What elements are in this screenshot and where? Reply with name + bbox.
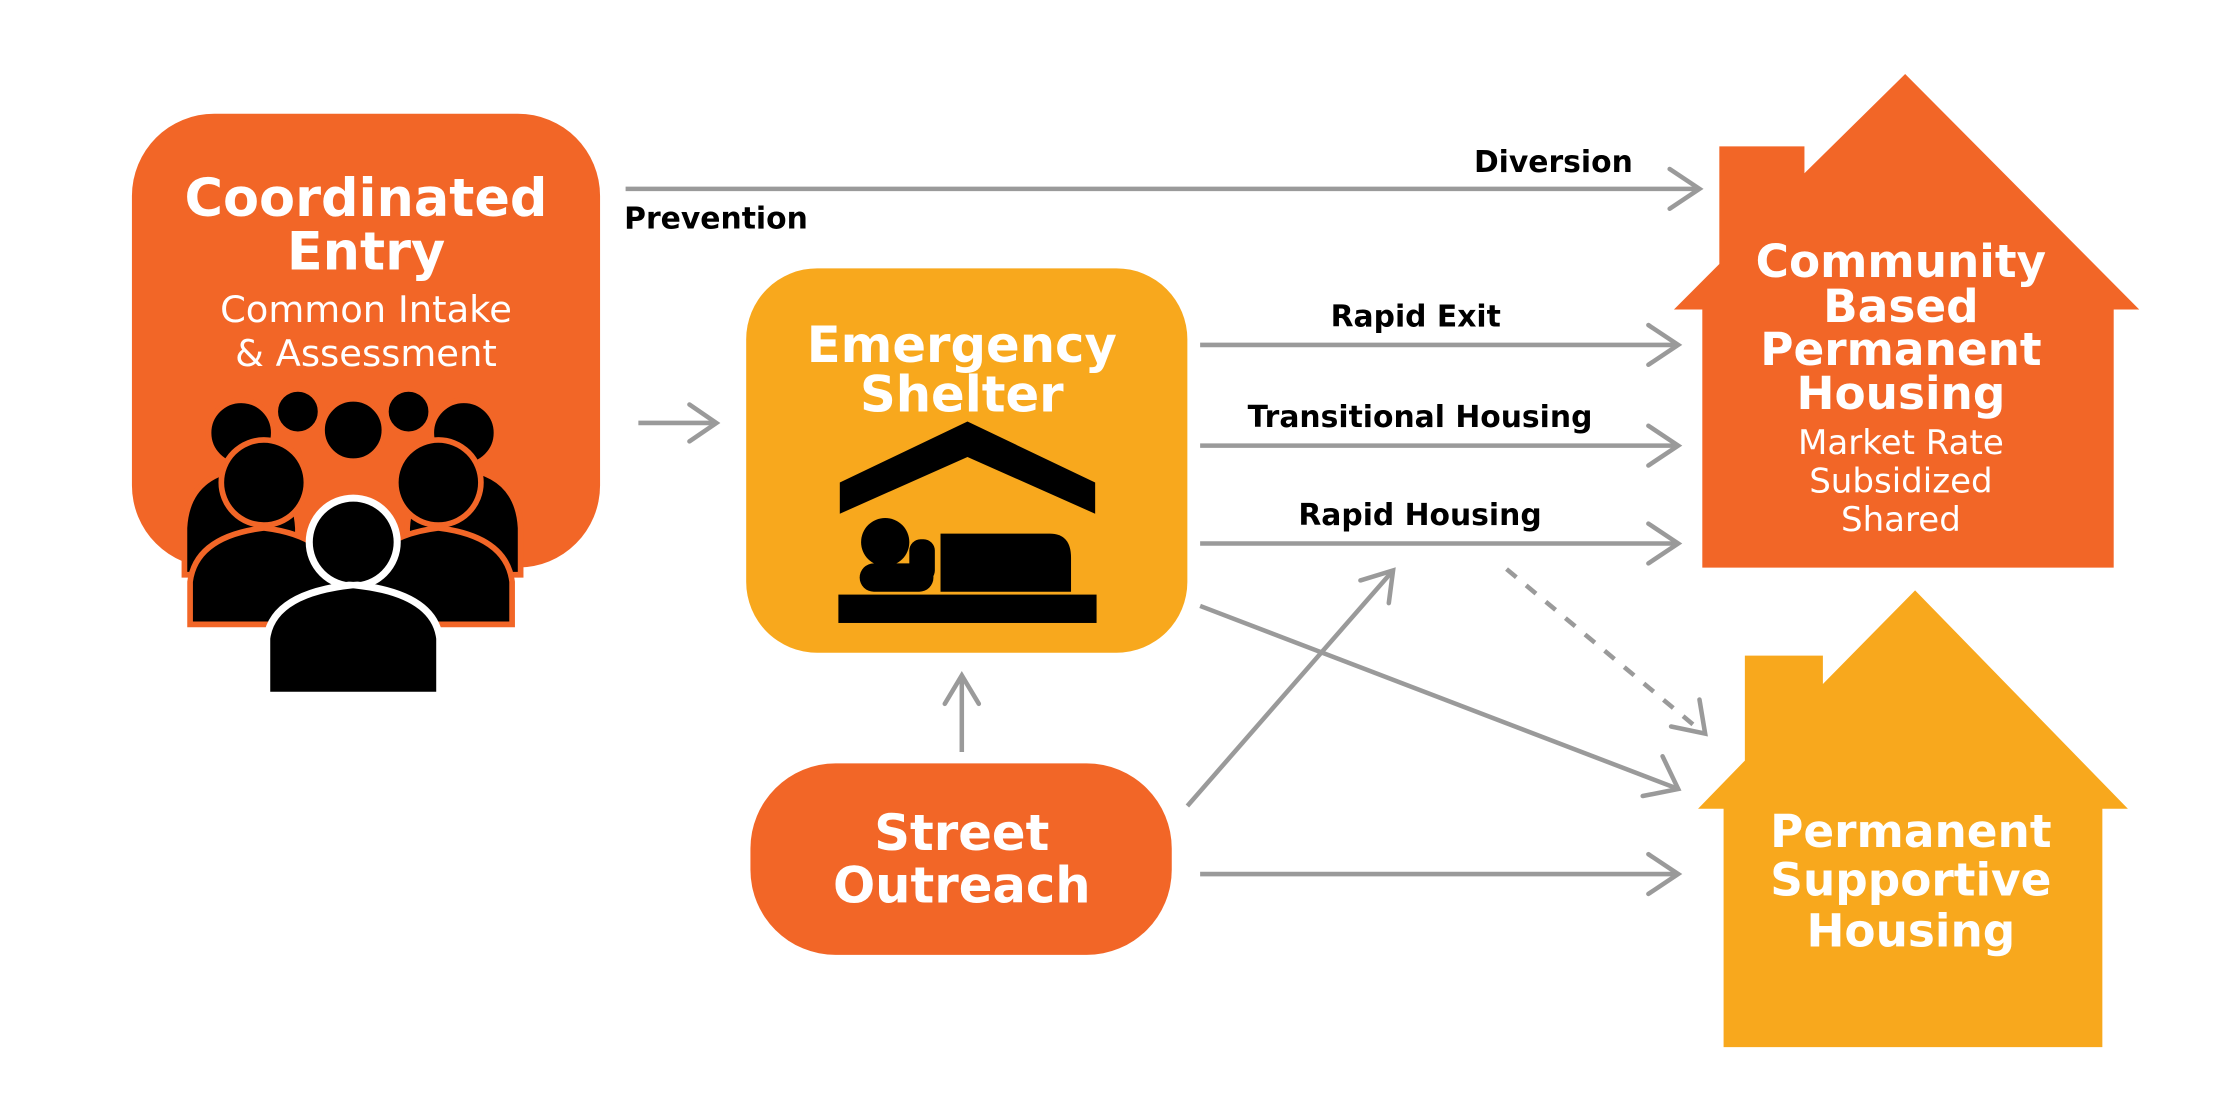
supportive-housing-title-3: Housing bbox=[1806, 904, 2015, 957]
community-housing-subtitle-2: Subsidized bbox=[1809, 461, 1992, 501]
coordinated-entry-title-2: Entry bbox=[287, 222, 445, 283]
supportive-housing-title-2: Supportive bbox=[1770, 853, 2051, 906]
outreach-rapid-housing-arrowhead-icon bbox=[1358, 567, 1396, 606]
rapid-housing-label: Rapid Housing bbox=[1298, 498, 1541, 533]
coordinated-entry-subtitle-1: Common Intake bbox=[220, 288, 512, 331]
community-housing-title-4: Housing bbox=[1797, 367, 2006, 420]
people-group-icon bbox=[181, 386, 524, 699]
edge-outreach-to-supportive bbox=[1200, 851, 1683, 897]
rapid-exit-label: Rapid Exit bbox=[1331, 299, 1501, 334]
community-housing-house-icon bbox=[1673, 73, 2140, 568]
rapid-exit-arrowhead-icon bbox=[1646, 322, 1683, 368]
street-outreach-title-2: Outreach bbox=[833, 856, 1091, 914]
emergency-shelter-title-2: Shelter bbox=[860, 366, 1064, 424]
coordinated-entry-title-1: Coordinated bbox=[184, 168, 547, 229]
entry-shelter-arrowhead-icon bbox=[687, 402, 721, 444]
edge-outreach-to-rapid-housing bbox=[1185, 567, 1396, 808]
edge-rapid-to-supportive-dashed bbox=[1505, 567, 1708, 737]
dashed-arrowhead-icon bbox=[1668, 697, 1708, 737]
rapid-housing-arrowhead-icon bbox=[1646, 521, 1683, 566]
community-housing-title-2: Based bbox=[1823, 280, 1978, 333]
transitional-housing-arrowhead-icon bbox=[1646, 423, 1683, 468]
street-outreach-title-1: Street bbox=[874, 804, 1049, 862]
community-housing-subtitle-1: Market Rate bbox=[1798, 423, 2004, 463]
shelter-supportive-arrow-line bbox=[1199, 603, 1680, 792]
supportive-housing-house-icon bbox=[1698, 590, 2128, 1048]
node-coordinated-entry: Coordinated Entry Common Intake & Assess… bbox=[131, 113, 601, 699]
emergency-shelter-title-1: Emergency bbox=[807, 316, 1117, 374]
diversion-arrowhead-icon bbox=[1667, 166, 1704, 212]
edge-diversion-prevention: Diversion Prevention bbox=[624, 145, 1704, 237]
node-emergency-shelter: Emergency Shelter bbox=[746, 268, 1188, 653]
prevention-label: Prevention bbox=[624, 202, 808, 237]
edge-rapid-exit: Rapid Exit bbox=[1200, 299, 1683, 368]
coordinated-entry-subtitle-2: & Assessment bbox=[235, 332, 497, 375]
edge-shelter-to-supportive bbox=[1199, 603, 1682, 799]
dashed-arrow-line bbox=[1505, 567, 1704, 734]
outreach-shelter-arrowhead-icon bbox=[942, 671, 982, 707]
community-housing-title-3: Permanent bbox=[1760, 323, 2041, 376]
transitional-housing-label: Transitional Housing bbox=[1248, 400, 1593, 435]
node-community-housing: Community Based Permanent Housing Market… bbox=[1673, 73, 2140, 568]
diversion-label: Diversion bbox=[1474, 145, 1633, 180]
outreach-supportive-arrowhead-icon bbox=[1646, 851, 1683, 897]
node-street-outreach: Street Outreach bbox=[750, 763, 1172, 955]
supportive-housing-title-1: Permanent bbox=[1770, 805, 2051, 858]
emergency-shelter-box bbox=[746, 268, 1188, 653]
edge-rapid-housing: Rapid Housing bbox=[1200, 498, 1683, 566]
community-housing-subtitle-3: Shared bbox=[1841, 500, 1961, 540]
shelter-supportive-arrowhead-icon bbox=[1640, 754, 1682, 799]
node-supportive-housing: Permanent Supportive Housing bbox=[1698, 590, 2128, 1048]
sleeping-person-shelter-icon bbox=[838, 421, 1097, 623]
outreach-rapid-housing-arrow-line bbox=[1185, 568, 1395, 808]
edge-outreach-to-shelter bbox=[942, 671, 982, 753]
edge-transitional-housing: Transitional Housing bbox=[1200, 400, 1683, 468]
edge-entry-to-shelter bbox=[638, 402, 721, 444]
street-outreach-box bbox=[750, 763, 1172, 955]
community-housing-title-1: Community bbox=[1756, 235, 2046, 288]
